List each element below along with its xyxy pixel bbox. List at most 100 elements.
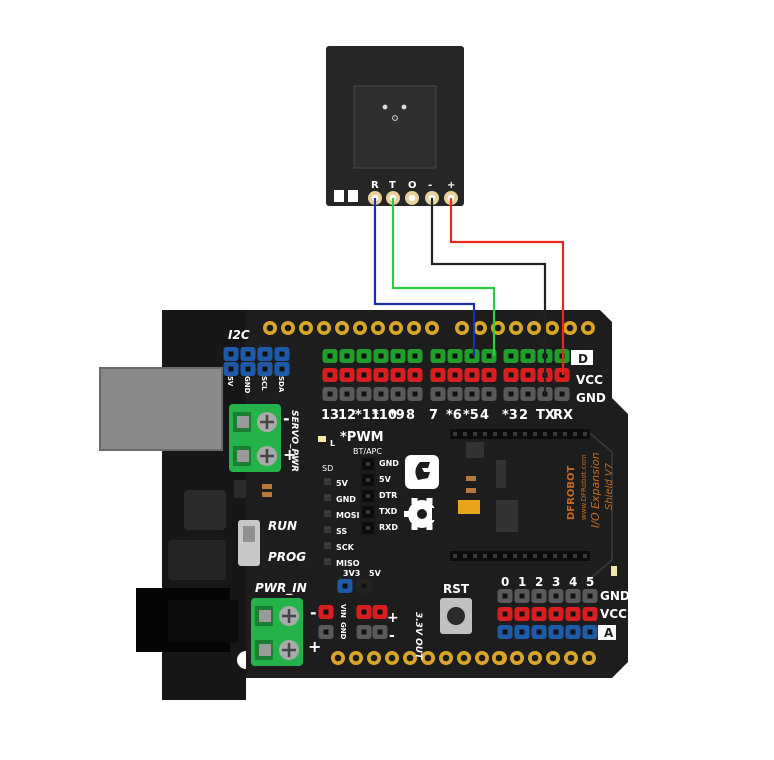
digital-signal-pin-8-hole: [469, 353, 475, 359]
analog-signal-pin-2-hole: [536, 629, 542, 635]
bottom-pad-hole: [531, 654, 539, 662]
pwr-minus-sign: -: [310, 603, 317, 622]
gear-icon-hub: [417, 509, 427, 519]
sensor-pin-label-4: +: [447, 180, 455, 191]
sensor-pin-hole-2: [408, 194, 416, 202]
top-pad-hole: [476, 324, 484, 332]
out-gnd-pin-hole: [361, 629, 367, 635]
resistor: [262, 492, 272, 497]
vin-pin-hole: [323, 609, 329, 615]
power-led: [611, 566, 617, 576]
gear-icon-tooth: [411, 498, 418, 505]
digital-vcc-pin-0-hole: [327, 372, 333, 378]
vin-gnd-label: GND: [339, 622, 347, 640]
bottom-pad-hole: [370, 654, 378, 662]
analog-a-label: A: [604, 626, 614, 640]
voltage-jumper-hole: [361, 583, 367, 589]
top-pad-hole: [392, 324, 400, 332]
sd-header-pin: [324, 494, 331, 501]
io-header-top: [450, 429, 590, 439]
analog-number-2: 2: [535, 575, 543, 589]
io-header-bottom: [450, 551, 590, 561]
i2c-pin-top-hole: [245, 351, 251, 357]
io-header-top-pin: [473, 432, 477, 436]
analog-gnd-label: GND: [600, 589, 630, 603]
sensor-led: [382, 104, 388, 110]
digital-signal-pin-0-hole: [327, 353, 333, 359]
io-header-bottom-pin: [473, 554, 477, 558]
io-header-bottom-pin: [543, 554, 547, 558]
analog-number-1: 1: [518, 575, 526, 589]
analog-gnd-pin-1-hole: [519, 593, 525, 599]
top-pad-hole: [428, 324, 436, 332]
digital-row-label: D: [578, 352, 588, 366]
wire-t-to-d3: [391, 198, 496, 356]
io-header-bottom-pin: [503, 554, 507, 558]
i2c-pin-top-hole: [262, 351, 268, 357]
bottom-pad-hole: [406, 654, 414, 662]
sd-header-pin: [324, 558, 331, 565]
analog-vcc-pin-2-hole: [536, 611, 542, 617]
sd-header-pin: [324, 478, 331, 485]
digital-signal-pin-6-hole: [435, 353, 441, 359]
dc-jack-inner: [168, 600, 238, 642]
digital-signal-pin-11-hole: [525, 353, 531, 359]
top-pad-hole: [338, 324, 346, 332]
sd-pin-label-0: 5V: [336, 479, 349, 488]
io-header-top-pin: [513, 432, 517, 436]
gear-icon-tooth: [426, 498, 433, 505]
analog-a-label-bg: [598, 625, 616, 640]
out-vcc-pin-hole: [377, 609, 383, 615]
digital-gnd-pin-3-hole: [378, 391, 384, 397]
digital-number-5: 8: [406, 408, 415, 423]
led-l: [318, 436, 326, 442]
top-pad-hole: [566, 324, 574, 332]
bt-pin-label-3: TXD: [379, 507, 398, 516]
resistor: [466, 476, 476, 481]
out-gnd-pin-hole: [377, 629, 383, 635]
sd-pin-label-5: MISO: [336, 559, 360, 568]
digital-vcc-pin-7-hole: [452, 372, 458, 378]
pwr-in-label: PWR_IN: [255, 581, 307, 596]
i2c-pin-top-hole: [228, 351, 234, 357]
resistor: [262, 484, 272, 489]
top-pad-hole: [266, 324, 274, 332]
i2c-pin-hole: [245, 366, 251, 372]
top-pad-hole: [410, 324, 418, 332]
digital-signal-pin-3-hole: [378, 353, 384, 359]
usb-port: [100, 368, 222, 450]
top-pad-hole: [548, 324, 556, 332]
sensor-pin-label-1: T: [389, 180, 396, 191]
digital-vcc-pin-3-hole: [378, 372, 384, 378]
digital-number-11: 2: [519, 408, 528, 423]
digital-signal-pin-4-hole: [395, 353, 401, 359]
digital-signal-pin-5-hole: [412, 353, 418, 359]
digital-number-12: TX: [536, 408, 555, 423]
bt-pin-label-0: GND: [379, 459, 399, 468]
pwm-label: *PWM: [340, 430, 384, 445]
i2c-pin-label-3: SDA: [277, 376, 285, 393]
digital-gnd-pin-9-hole: [486, 391, 492, 397]
analog-gnd-pin-3-hole: [553, 593, 559, 599]
digital-signal-pin-1-hole: [344, 353, 350, 359]
run-label: RUN: [268, 519, 297, 533]
bottom-pad-hole: [567, 654, 575, 662]
bottom-pad-hole: [442, 654, 450, 662]
digital-row-label-bg: [571, 350, 593, 365]
gear-icon-tooth: [411, 523, 418, 530]
i2c-label: I2C: [228, 328, 250, 342]
analog-number-0: 0: [501, 575, 509, 589]
power-input-terminal-clamp-window: [259, 644, 271, 656]
bt-pin-label-4: RXD: [379, 523, 398, 532]
i2c-pin-label-2: SCL: [260, 376, 268, 391]
out-vcc-pin-hole: [361, 609, 367, 615]
io-header-bottom-pin: [573, 554, 577, 558]
top-pad-hole: [374, 324, 382, 332]
analog-signal-pin-4-hole: [570, 629, 576, 635]
io-header-top-pin: [483, 432, 487, 436]
sensor-receiver: [392, 115, 398, 121]
bottom-pad-hole: [478, 654, 486, 662]
sd-header-pin: [324, 526, 331, 533]
sd-pin-label-1: GND: [336, 495, 356, 504]
digital-number-13: RX: [553, 408, 573, 423]
